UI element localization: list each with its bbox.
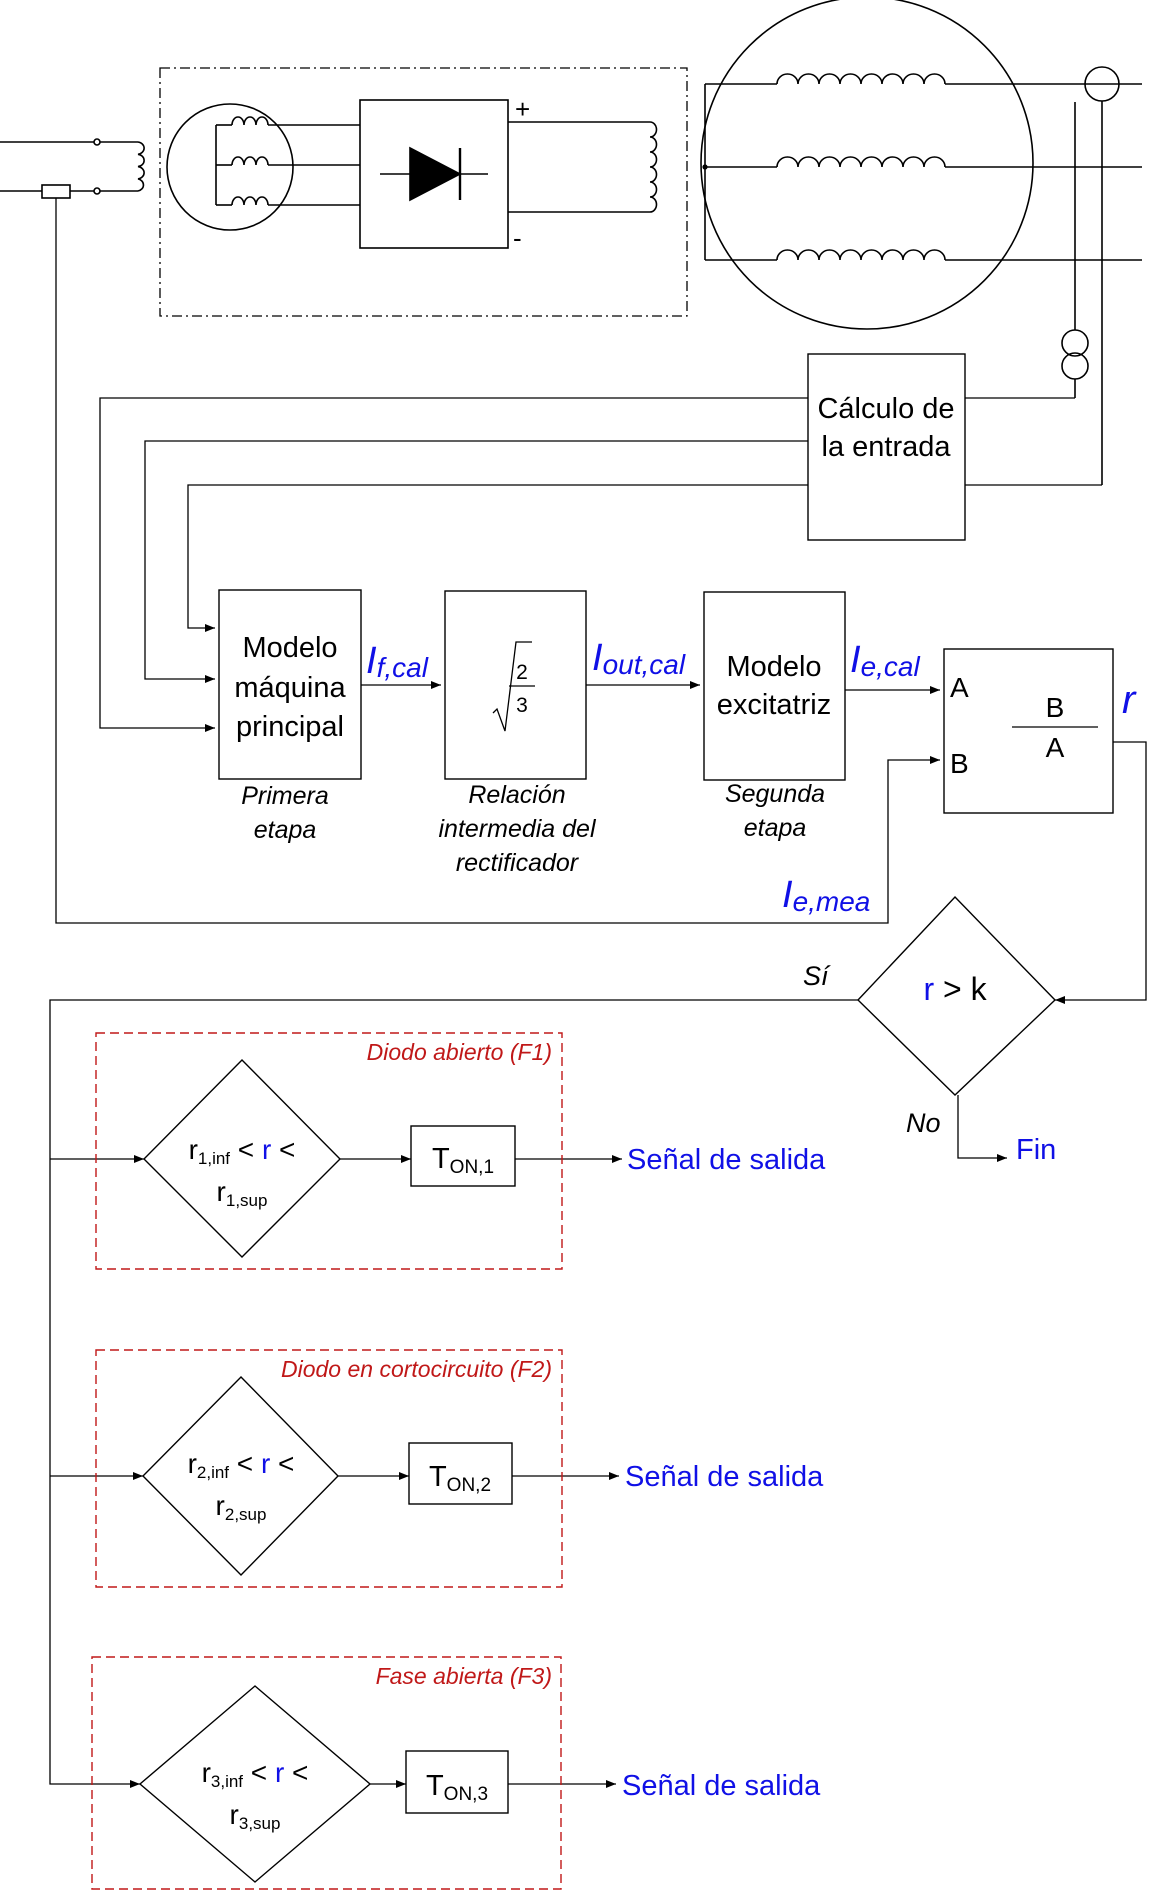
rectifier-relation-block xyxy=(444,590,587,780)
exciter-model-block xyxy=(703,591,846,781)
machine-schematic xyxy=(0,0,1142,485)
current-sensor xyxy=(41,184,71,199)
fault-f1-title: Diodo abierto (F1) xyxy=(367,1039,552,1065)
minus-sign: - xyxy=(513,223,522,253)
field-winding-coil xyxy=(649,121,658,213)
input-calc-line2: la entrada xyxy=(822,431,952,463)
fault-f1-timer xyxy=(410,1125,516,1187)
if-cal-label: If,cal xyxy=(366,640,429,683)
end-label: Fin xyxy=(1016,1134,1056,1166)
iout-cal-label: Iout,cal xyxy=(592,637,686,680)
exciter-stator-coil xyxy=(137,141,145,192)
ie-cal-label: Ie,cal xyxy=(850,639,920,682)
fault-f2-decision xyxy=(142,1376,339,1576)
decision-no-label: No xyxy=(906,1108,941,1138)
fault-f2-group: Diodo en cortocircuito (F2) r2,inf < r <… xyxy=(95,1349,824,1588)
fault-f2-timer-label: TON,2 xyxy=(429,1461,491,1496)
exciter-line2: excitatriz xyxy=(717,689,831,721)
sqrt-symbol xyxy=(492,641,535,732)
rectifier-caption-line1: Relación xyxy=(468,781,565,809)
sqrt-numerator: 2 xyxy=(516,661,528,684)
rectifier-caption-line3: rectificador xyxy=(456,849,580,877)
decision-condition: r > k xyxy=(923,971,987,1007)
fault-f2-box xyxy=(95,1349,563,1588)
ratio-numerator: B xyxy=(1046,692,1065,723)
ratio-block xyxy=(943,648,1114,814)
exciter-line1: Modelo xyxy=(726,651,821,683)
main-model-block xyxy=(218,589,362,780)
rectifier-box xyxy=(359,99,509,249)
stage2-caption-line2: etapa xyxy=(744,814,807,842)
fault-f2-output: Señal de salida xyxy=(625,1461,824,1493)
decision-yes-label: Sí xyxy=(803,961,831,991)
voltage-transformer xyxy=(1061,329,1089,357)
fault-f1-timer-label: TON,1 xyxy=(432,1143,494,1178)
rectifier-caption-line2: intermedia del xyxy=(438,815,596,843)
fault-f1-group: Diodo abierto (F1) r1,inf < r < r1,sup T… xyxy=(95,1032,826,1270)
main-model-line3: principal xyxy=(236,711,344,743)
exciter-armature xyxy=(166,103,294,231)
ratio-port-b: B xyxy=(950,748,969,779)
input-calc-line1: Cálculo de xyxy=(817,393,954,425)
stage1-caption-line2: etapa xyxy=(254,816,317,844)
fault-f1-box xyxy=(95,1032,563,1270)
fault-f1-condition: r1,inf < r < xyxy=(189,1134,296,1168)
stage2-caption-line1: Segunda xyxy=(725,780,825,808)
fault-f3-output: Señal de salida xyxy=(622,1770,821,1802)
stage1-caption-line1: Primera xyxy=(241,782,329,810)
fault-f2-condition: r2,inf < r < xyxy=(188,1448,295,1482)
fault-f1-upper: r1,sup xyxy=(217,1176,268,1210)
fault-f3-decision xyxy=(138,1685,372,1883)
fault-f2-title: Diodo en cortocircuito (F2) xyxy=(281,1356,552,1382)
fault-f3-condition: r3,inf < r < xyxy=(202,1757,309,1791)
fault-f2-timer xyxy=(408,1442,513,1505)
plus-sign: + xyxy=(515,94,530,124)
main-machine xyxy=(700,0,1034,330)
signal-wires xyxy=(49,198,1147,1788)
ratio-port-a: A xyxy=(950,672,969,703)
fault-f3-group: Fase abierta (F3) r3,inf < r < r3,sup TO… xyxy=(91,1656,821,1890)
main-model-line2: máquina xyxy=(234,672,346,704)
threshold-decision xyxy=(857,895,1056,1096)
ratio-denominator: A xyxy=(1046,732,1065,763)
diode-icon xyxy=(409,146,462,202)
fault-f3-upper: r3,sup xyxy=(230,1799,281,1833)
fault-f1-decision xyxy=(143,1059,341,1258)
ie-mea-label: Ie,mea xyxy=(782,874,870,917)
fault-f3-timer xyxy=(405,1750,509,1814)
fault-f3-timer-label: TON,3 xyxy=(426,1770,488,1805)
r-output-label: r xyxy=(1122,678,1137,722)
input-calc-block xyxy=(807,353,966,541)
fault-f2-upper: r2,sup xyxy=(216,1490,267,1524)
sqrt-denominator: 3 xyxy=(516,694,528,717)
rotating-assembly-box xyxy=(159,67,688,317)
main-model-line1: Modelo xyxy=(242,632,337,664)
fault-f1-output: Señal de salida xyxy=(627,1144,826,1176)
fault-f3-title: Fase abierta (F3) xyxy=(376,1663,552,1689)
